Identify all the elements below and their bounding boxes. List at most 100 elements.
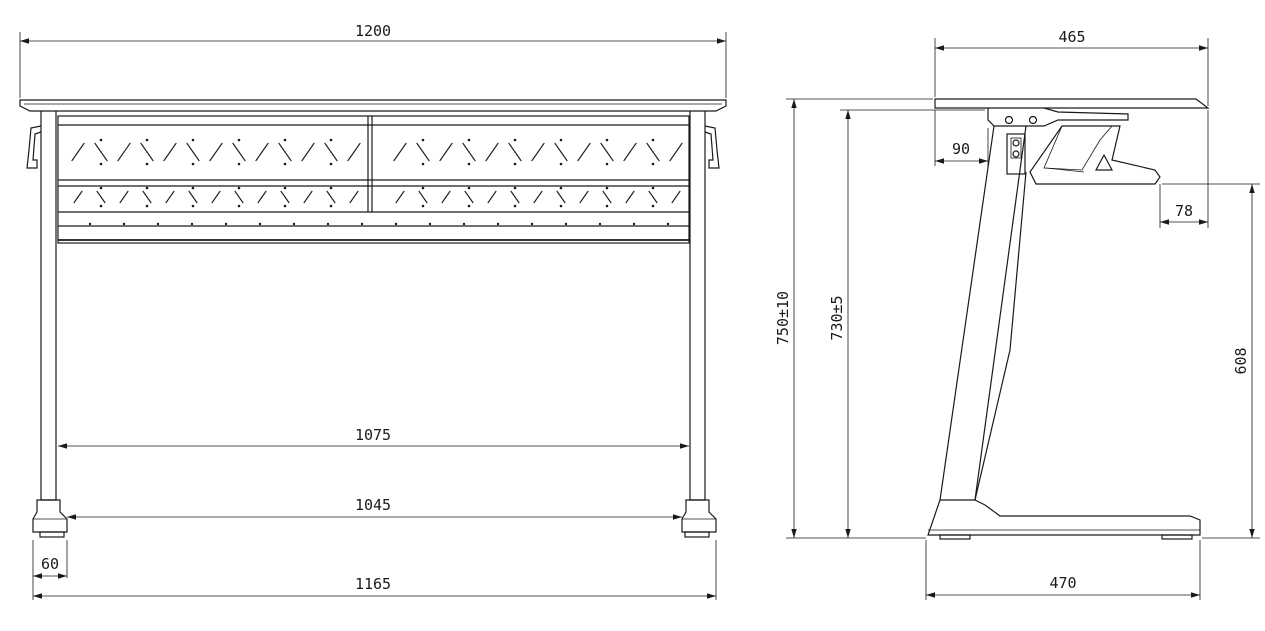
- dim-label-total-height: 750±10: [774, 291, 792, 345]
- panel-slot: [648, 190, 658, 204]
- side-desktop: [934, 98, 1210, 109]
- side-leg: [927, 125, 1201, 540]
- panel-slot: [209, 142, 223, 162]
- panel-dot: [421, 186, 425, 190]
- dim-label-inner-rail-width: 1075: [355, 426, 391, 444]
- panel-dot: [191, 204, 195, 208]
- panel-dot: [605, 138, 609, 142]
- panel-slot: [280, 190, 290, 204]
- panel-slot: [579, 190, 589, 204]
- dim-foot-width: 60: [32, 540, 68, 600]
- panel-slot: [646, 142, 660, 162]
- panel-slot: [73, 190, 83, 204]
- panel-slot: [623, 142, 637, 162]
- panel-dot: [283, 204, 287, 208]
- panel-dot: [559, 204, 563, 208]
- panel-dot: [513, 186, 517, 190]
- panel-slot: [671, 190, 681, 204]
- rail-mark: [462, 222, 466, 226]
- panel-slot: [186, 142, 200, 162]
- panel-dot: [237, 204, 241, 208]
- panel-slot: [487, 190, 497, 204]
- dim-label-inner-foot-width: 1045: [355, 496, 391, 514]
- panel-slot: [303, 190, 313, 204]
- panel-dot: [559, 186, 563, 190]
- panel-slot: [188, 190, 198, 204]
- panel-slot: [669, 142, 683, 162]
- rail-mark: [598, 222, 602, 226]
- front-desktop: [19, 99, 727, 112]
- rail-mark: [258, 222, 262, 226]
- panel-slot: [117, 142, 131, 162]
- panel-dot: [467, 204, 471, 208]
- rail-mark: [564, 222, 568, 226]
- side-top-bracket: [987, 107, 1129, 175]
- front-view: 1200 1075 1045 60 1165: [19, 22, 727, 600]
- panel-dot: [605, 162, 609, 166]
- panel-slot: [163, 142, 177, 162]
- panel-slot: [278, 142, 292, 162]
- panel-dot: [467, 162, 471, 166]
- panel-dot: [329, 162, 333, 166]
- panel-dot: [421, 138, 425, 142]
- panel-slot: [347, 142, 361, 162]
- panel-dot: [651, 204, 655, 208]
- panel-slot: [234, 190, 244, 204]
- dim-base-depth: 470: [925, 540, 1201, 600]
- panel-slot: [533, 190, 543, 204]
- dim-overall-width: 1200: [19, 22, 727, 98]
- panel-dot: [99, 186, 103, 190]
- panel-dot: [99, 162, 103, 166]
- panel-slot: [485, 142, 499, 162]
- panel-dot: [651, 186, 655, 190]
- panel-slot: [71, 142, 85, 162]
- rail-mark: [530, 222, 534, 226]
- panel-slot: [257, 190, 267, 204]
- panel-dot: [237, 138, 241, 142]
- panel-dot: [329, 186, 333, 190]
- panel-slot: [142, 190, 152, 204]
- dim-surface-height: 730±5: [828, 109, 985, 538]
- panel-dot: [191, 186, 195, 190]
- panel-slot: [464, 190, 474, 204]
- side-view: 465 750±10 730±5 90 78: [774, 28, 1260, 600]
- panel-slot: [326, 190, 336, 204]
- panel-slot: [232, 142, 246, 162]
- panel-dot: [283, 162, 287, 166]
- panel-dot: [559, 138, 563, 142]
- rail-mark: [326, 222, 330, 226]
- panel-slot: [165, 190, 175, 204]
- rail-mark: [122, 222, 126, 226]
- panel-slot: [96, 190, 106, 204]
- dim-label-hook-offset: 78: [1175, 202, 1193, 220]
- side-hook: [1029, 125, 1161, 185]
- panel-dot: [651, 162, 655, 166]
- rail-mark: [666, 222, 670, 226]
- dim-label-base-width: 1165: [355, 575, 391, 593]
- panel-slot: [439, 142, 453, 162]
- panel-slot: [140, 142, 154, 162]
- panel-dot: [513, 138, 517, 142]
- panel-dot: [467, 186, 471, 190]
- panel-slot: [416, 142, 430, 162]
- dim-label-front-offset: 90: [952, 140, 970, 158]
- panel-dot: [99, 204, 103, 208]
- rail-mark: [88, 222, 92, 226]
- panel-slot: [441, 190, 451, 204]
- dim-label-overall-width: 1200: [355, 22, 391, 40]
- dim-label-surface-height: 730±5: [828, 295, 846, 340]
- dim-label-base-depth: 470: [1049, 574, 1076, 592]
- panel-dot: [237, 186, 241, 190]
- panel-slot: [556, 190, 566, 204]
- panel-slot: [554, 142, 568, 162]
- panel-slot: [211, 190, 221, 204]
- panel-dot: [237, 162, 241, 166]
- panel-dot: [191, 138, 195, 142]
- rail-mark: [360, 222, 364, 226]
- dim-label-foot-width: 60: [41, 555, 59, 573]
- panel-dot: [559, 162, 563, 166]
- panel-slot-pattern: [71, 142, 683, 204]
- panel-slot: [510, 190, 520, 204]
- panel-slot: [602, 190, 612, 204]
